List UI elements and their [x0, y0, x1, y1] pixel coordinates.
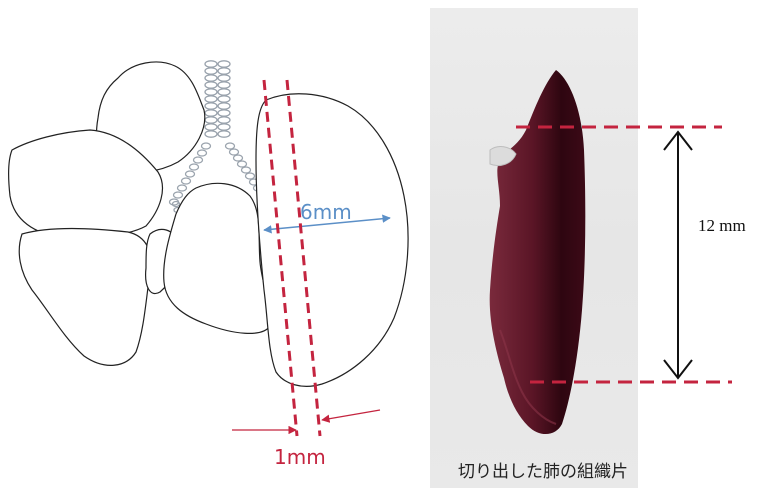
bronchus-ring [218, 124, 230, 130]
bronchus-ring [230, 149, 239, 155]
bronchus-ring [218, 103, 230, 109]
bronchus-ring [205, 75, 217, 81]
bronchus-ring [205, 117, 217, 123]
bronchus-ring [205, 124, 217, 130]
lobe-left-lower [19, 229, 151, 366]
bronchus-ring [226, 143, 235, 149]
bronchus-ring [173, 202, 180, 207]
bronchus-ring [202, 143, 211, 149]
bronchus-ring [218, 82, 230, 88]
bronchus-ring [205, 61, 217, 67]
slice-arrow-right [322, 410, 380, 420]
bronchus-ring [190, 164, 199, 170]
bronchus-ring [218, 61, 230, 67]
bronchus-ring [218, 110, 230, 116]
bronchus-ring [218, 117, 230, 123]
bronchus-ring [218, 68, 230, 74]
bronchus-ring [174, 192, 183, 198]
bronchus-ring [194, 157, 203, 163]
bronchus-ring [182, 178, 191, 184]
bronchus-ring [198, 150, 207, 156]
length-arrow [664, 132, 692, 378]
width-label: 6mm [300, 200, 352, 224]
slice-thickness-label: 1mm [274, 445, 326, 469]
bronchus-ring [246, 173, 255, 179]
bronchus-ring [205, 110, 217, 116]
lobe-center [164, 183, 271, 333]
bronchus-ring [238, 161, 247, 167]
bronchus-ring [242, 167, 251, 173]
bronchus-ring [218, 131, 230, 137]
bronchus-ring [234, 155, 243, 161]
bronchus-ring [205, 103, 217, 109]
bronchus-ring [205, 82, 217, 88]
bronchus-ring [205, 96, 217, 102]
bronchus-ring [218, 89, 230, 95]
bronchus-ring [178, 185, 187, 191]
bronchus-ring [205, 68, 217, 74]
bronchus-ring [205, 131, 217, 137]
tissue-specimen [490, 70, 586, 434]
bronchus-ring [186, 171, 195, 177]
length-label: 12 mm [698, 216, 746, 236]
bronchus-ring [218, 96, 230, 102]
bronchus-ring [205, 89, 217, 95]
photo-caption: 切り出した肺の組織片 [458, 457, 628, 482]
bronchus-ring [218, 75, 230, 81]
